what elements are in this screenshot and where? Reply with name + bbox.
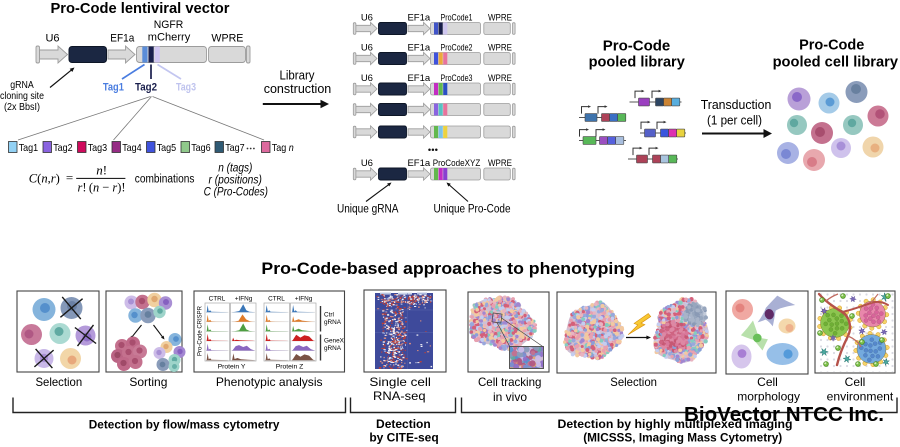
svg-text:Tag5: Tag5 — [157, 142, 177, 154]
svg-text:+IFNg: +IFNg — [295, 296, 313, 303]
svg-text:Selection: Selection — [610, 375, 657, 389]
svg-text:Detection by highly multiplexe: Detection by highly multiplexed imaging — [558, 417, 793, 431]
svg-text:U6: U6 — [361, 73, 373, 84]
svg-text:C (Pro-Codes): C (Pro-Codes) — [204, 187, 269, 199]
svg-text:Tag2: Tag2 — [135, 82, 157, 94]
svg-text:Pro-Code: Pro-Code — [603, 38, 671, 55]
svg-text:cloning site: cloning site — [0, 91, 44, 102]
svg-text:U6: U6 — [45, 33, 59, 45]
svg-text:EF1a: EF1a — [407, 158, 430, 169]
svg-text:pooled cell library: pooled cell library — [773, 55, 898, 71]
svg-text:Cell tracking: Cell tracking — [478, 375, 542, 389]
svg-text:Unique gRNA: Unique gRNA — [337, 204, 399, 216]
svg-text:Detection: Detection — [376, 417, 431, 431]
svg-text:ProCode2: ProCode2 — [441, 42, 473, 53]
svg-text:ProCode3: ProCode3 — [441, 73, 473, 84]
svg-text:Tag3: Tag3 — [88, 142, 108, 154]
svg-text:EF1a: EF1a — [407, 73, 430, 84]
svg-text:Tag4: Tag4 — [122, 142, 142, 154]
svg-text:Ctrl: Ctrl — [324, 312, 334, 319]
svg-text:Cell: Cell — [845, 375, 866, 389]
svg-text:Phenotypic analysis: Phenotypic analysis — [216, 375, 323, 389]
svg-text:Pro-Code-based approaches to p: Pro-Code-based approaches to phenotyping — [261, 259, 635, 278]
svg-text:gRNA: gRNA — [324, 345, 342, 352]
svg-text:mCherry: mCherry — [148, 32, 191, 44]
svg-text:Tag7: Tag7 — [225, 142, 245, 154]
svg-text:r (positions): r (positions) — [209, 175, 262, 187]
svg-text:Pro-Code CRISPR: Pro-Code CRISPR — [198, 305, 204, 356]
svg-text:Tag n: Tag n — [272, 142, 294, 154]
svg-text:Tag1: Tag1 — [19, 142, 39, 154]
svg-text:construction: construction — [264, 81, 332, 96]
svg-text:Tag6: Tag6 — [191, 142, 211, 154]
svg-text:Tag2: Tag2 — [53, 142, 73, 154]
svg-text:n (tags): n (tags) — [218, 162, 252, 174]
svg-text:Detection by flow/mass cytomet: Detection by flow/mass cytometry — [89, 418, 280, 432]
svg-text:ProCodeXYZ: ProCodeXYZ — [433, 158, 481, 169]
svg-text:EF1a: EF1a — [110, 33, 135, 45]
svg-text:Protein Z: Protein Z — [276, 364, 304, 371]
svg-text:Transduction: Transduction — [701, 97, 772, 112]
svg-text:gRNA: gRNA — [324, 319, 342, 326]
svg-text:BioVector NTCC Inc.: BioVector NTCC Inc. — [684, 403, 884, 426]
svg-text:Cell: Cell — [757, 375, 778, 389]
svg-text:Single cell: Single cell — [369, 375, 431, 389]
svg-text:WPRE: WPRE — [488, 12, 512, 23]
svg-text:Unique Pro-Code: Unique Pro-Code — [434, 204, 511, 216]
svg-text:(MICSSS, Imaging Mass Cytometr: (MICSSS, Imaging Mass Cytometry) — [583, 430, 782, 444]
svg-text:environment: environment — [827, 390, 894, 404]
svg-text:Tag1: Tag1 — [103, 82, 124, 94]
svg-text:r! (n − r)!: r! (n − r)! — [78, 179, 126, 194]
svg-text:U6: U6 — [361, 42, 373, 53]
svg-text:NGFR: NGFR — [154, 19, 184, 31]
svg-text:combinations: combinations — [135, 174, 195, 186]
svg-text:ProCode1: ProCode1 — [441, 12, 473, 23]
svg-text:WPRE: WPRE — [488, 42, 512, 53]
svg-text:pooled library: pooled library — [589, 54, 686, 71]
svg-text:C(n,r): C(n,r) — [29, 171, 60, 186]
svg-text:Sorting: Sorting — [129, 375, 167, 389]
svg-text:by CITE-seq: by CITE-seq — [369, 430, 438, 444]
svg-text:CTRL: CTRL — [209, 296, 226, 303]
svg-text:morphology: morphology — [737, 390, 800, 404]
svg-text:=: = — [66, 170, 73, 185]
svg-text:U6: U6 — [361, 12, 373, 23]
svg-text:gRNA: gRNA — [10, 80, 34, 91]
svg-text:Pro-Code lentiviral vector: Pro-Code lentiviral vector — [51, 1, 230, 17]
svg-text:Tag3: Tag3 — [176, 82, 196, 94]
svg-text:WPRE: WPRE — [211, 33, 243, 45]
svg-text:(2x BbsI): (2x BbsI) — [4, 102, 40, 113]
svg-text:WPRE: WPRE — [488, 158, 512, 169]
svg-text:WPRE: WPRE — [488, 73, 512, 84]
svg-text:EF1a: EF1a — [407, 12, 430, 23]
svg-text:n!: n! — [96, 163, 107, 178]
svg-text:Protein Y: Protein Y — [218, 364, 246, 371]
svg-text:EF1a: EF1a — [407, 42, 430, 53]
svg-text:GeneX: GeneX — [324, 338, 345, 345]
svg-text:Selection: Selection — [35, 375, 82, 389]
svg-text:+IFNg: +IFNg — [235, 296, 253, 303]
svg-text:in vivo: in vivo — [493, 390, 527, 404]
svg-text:(1 per cell): (1 per cell) — [707, 113, 762, 128]
svg-text:U6: U6 — [361, 158, 373, 169]
svg-text:Pro-Code: Pro-Code — [799, 38, 864, 54]
svg-text:RNA-seq: RNA-seq — [373, 389, 426, 403]
svg-text:CTRL: CTRL — [268, 296, 285, 303]
svg-text:Library: Library — [280, 68, 315, 83]
